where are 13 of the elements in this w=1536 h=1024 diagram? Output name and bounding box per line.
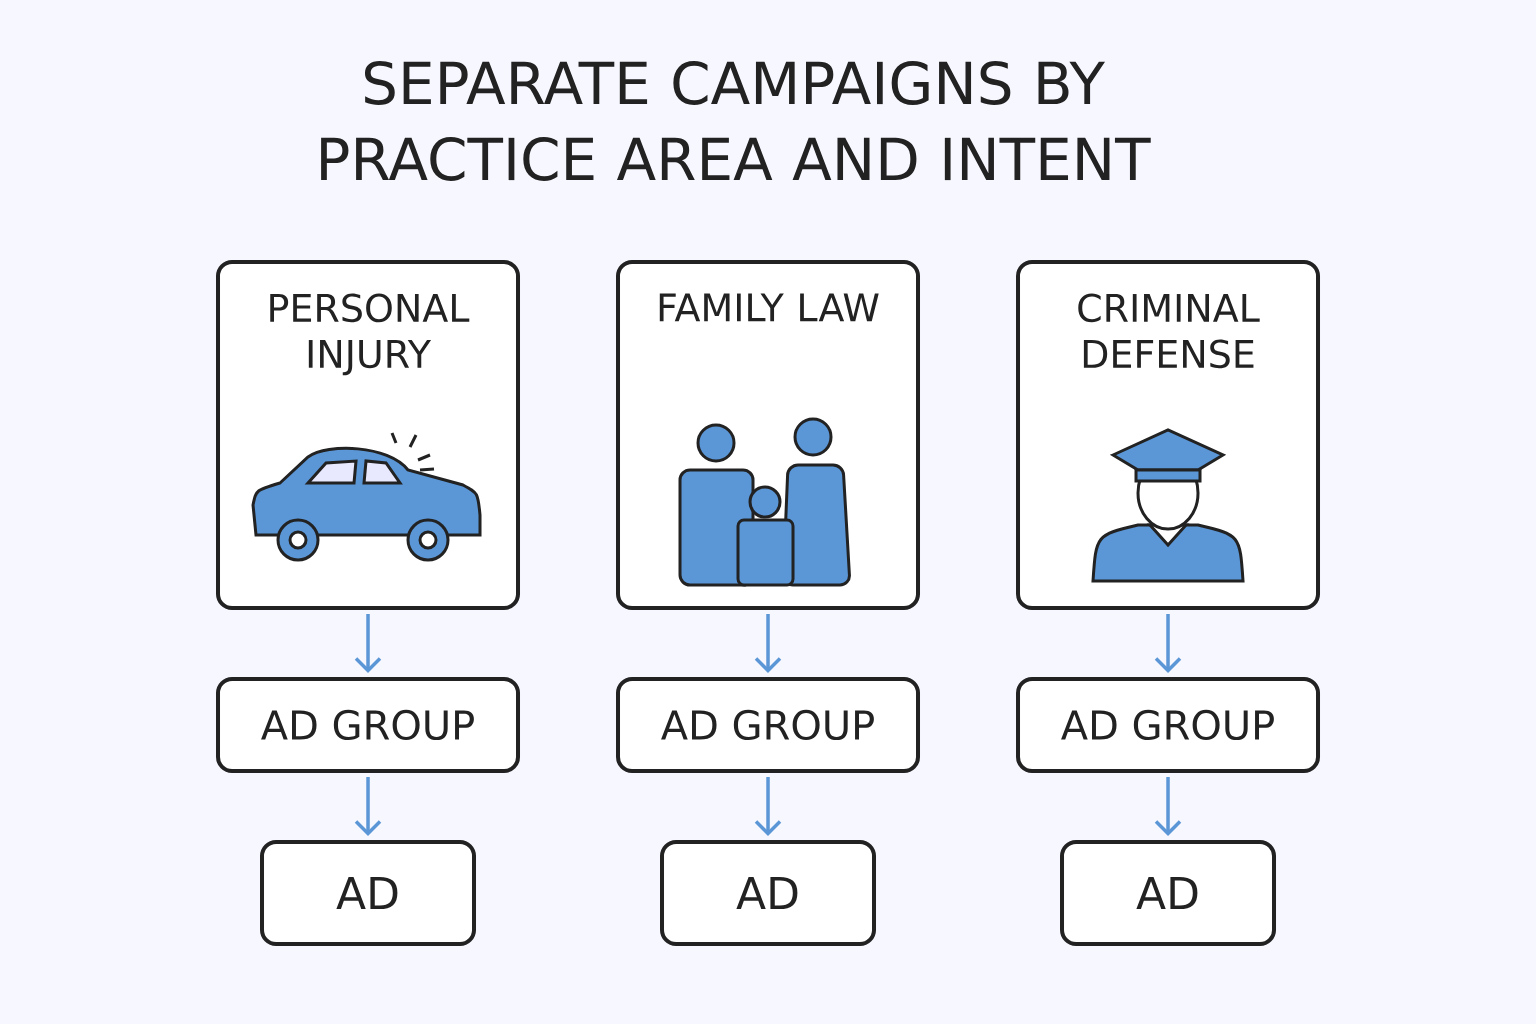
arrow xyxy=(754,777,782,836)
ad-box: AD xyxy=(660,840,876,946)
ad-group-box: AD GROUP xyxy=(1016,677,1320,773)
arrow xyxy=(354,777,382,836)
arrow xyxy=(1154,614,1182,673)
arrow xyxy=(354,614,382,673)
title: SEPARATE CAMPAIGNS BY PRACTICE AREA AND INTENT xyxy=(321,61,1151,181)
ad-box: AD xyxy=(1060,840,1276,946)
ad-group-box: AD GROUP xyxy=(216,677,520,773)
ad-group-box: AD GROUP xyxy=(616,677,920,773)
arrow xyxy=(1154,777,1182,836)
arrow xyxy=(754,614,782,673)
ad-box: AD xyxy=(260,840,476,946)
